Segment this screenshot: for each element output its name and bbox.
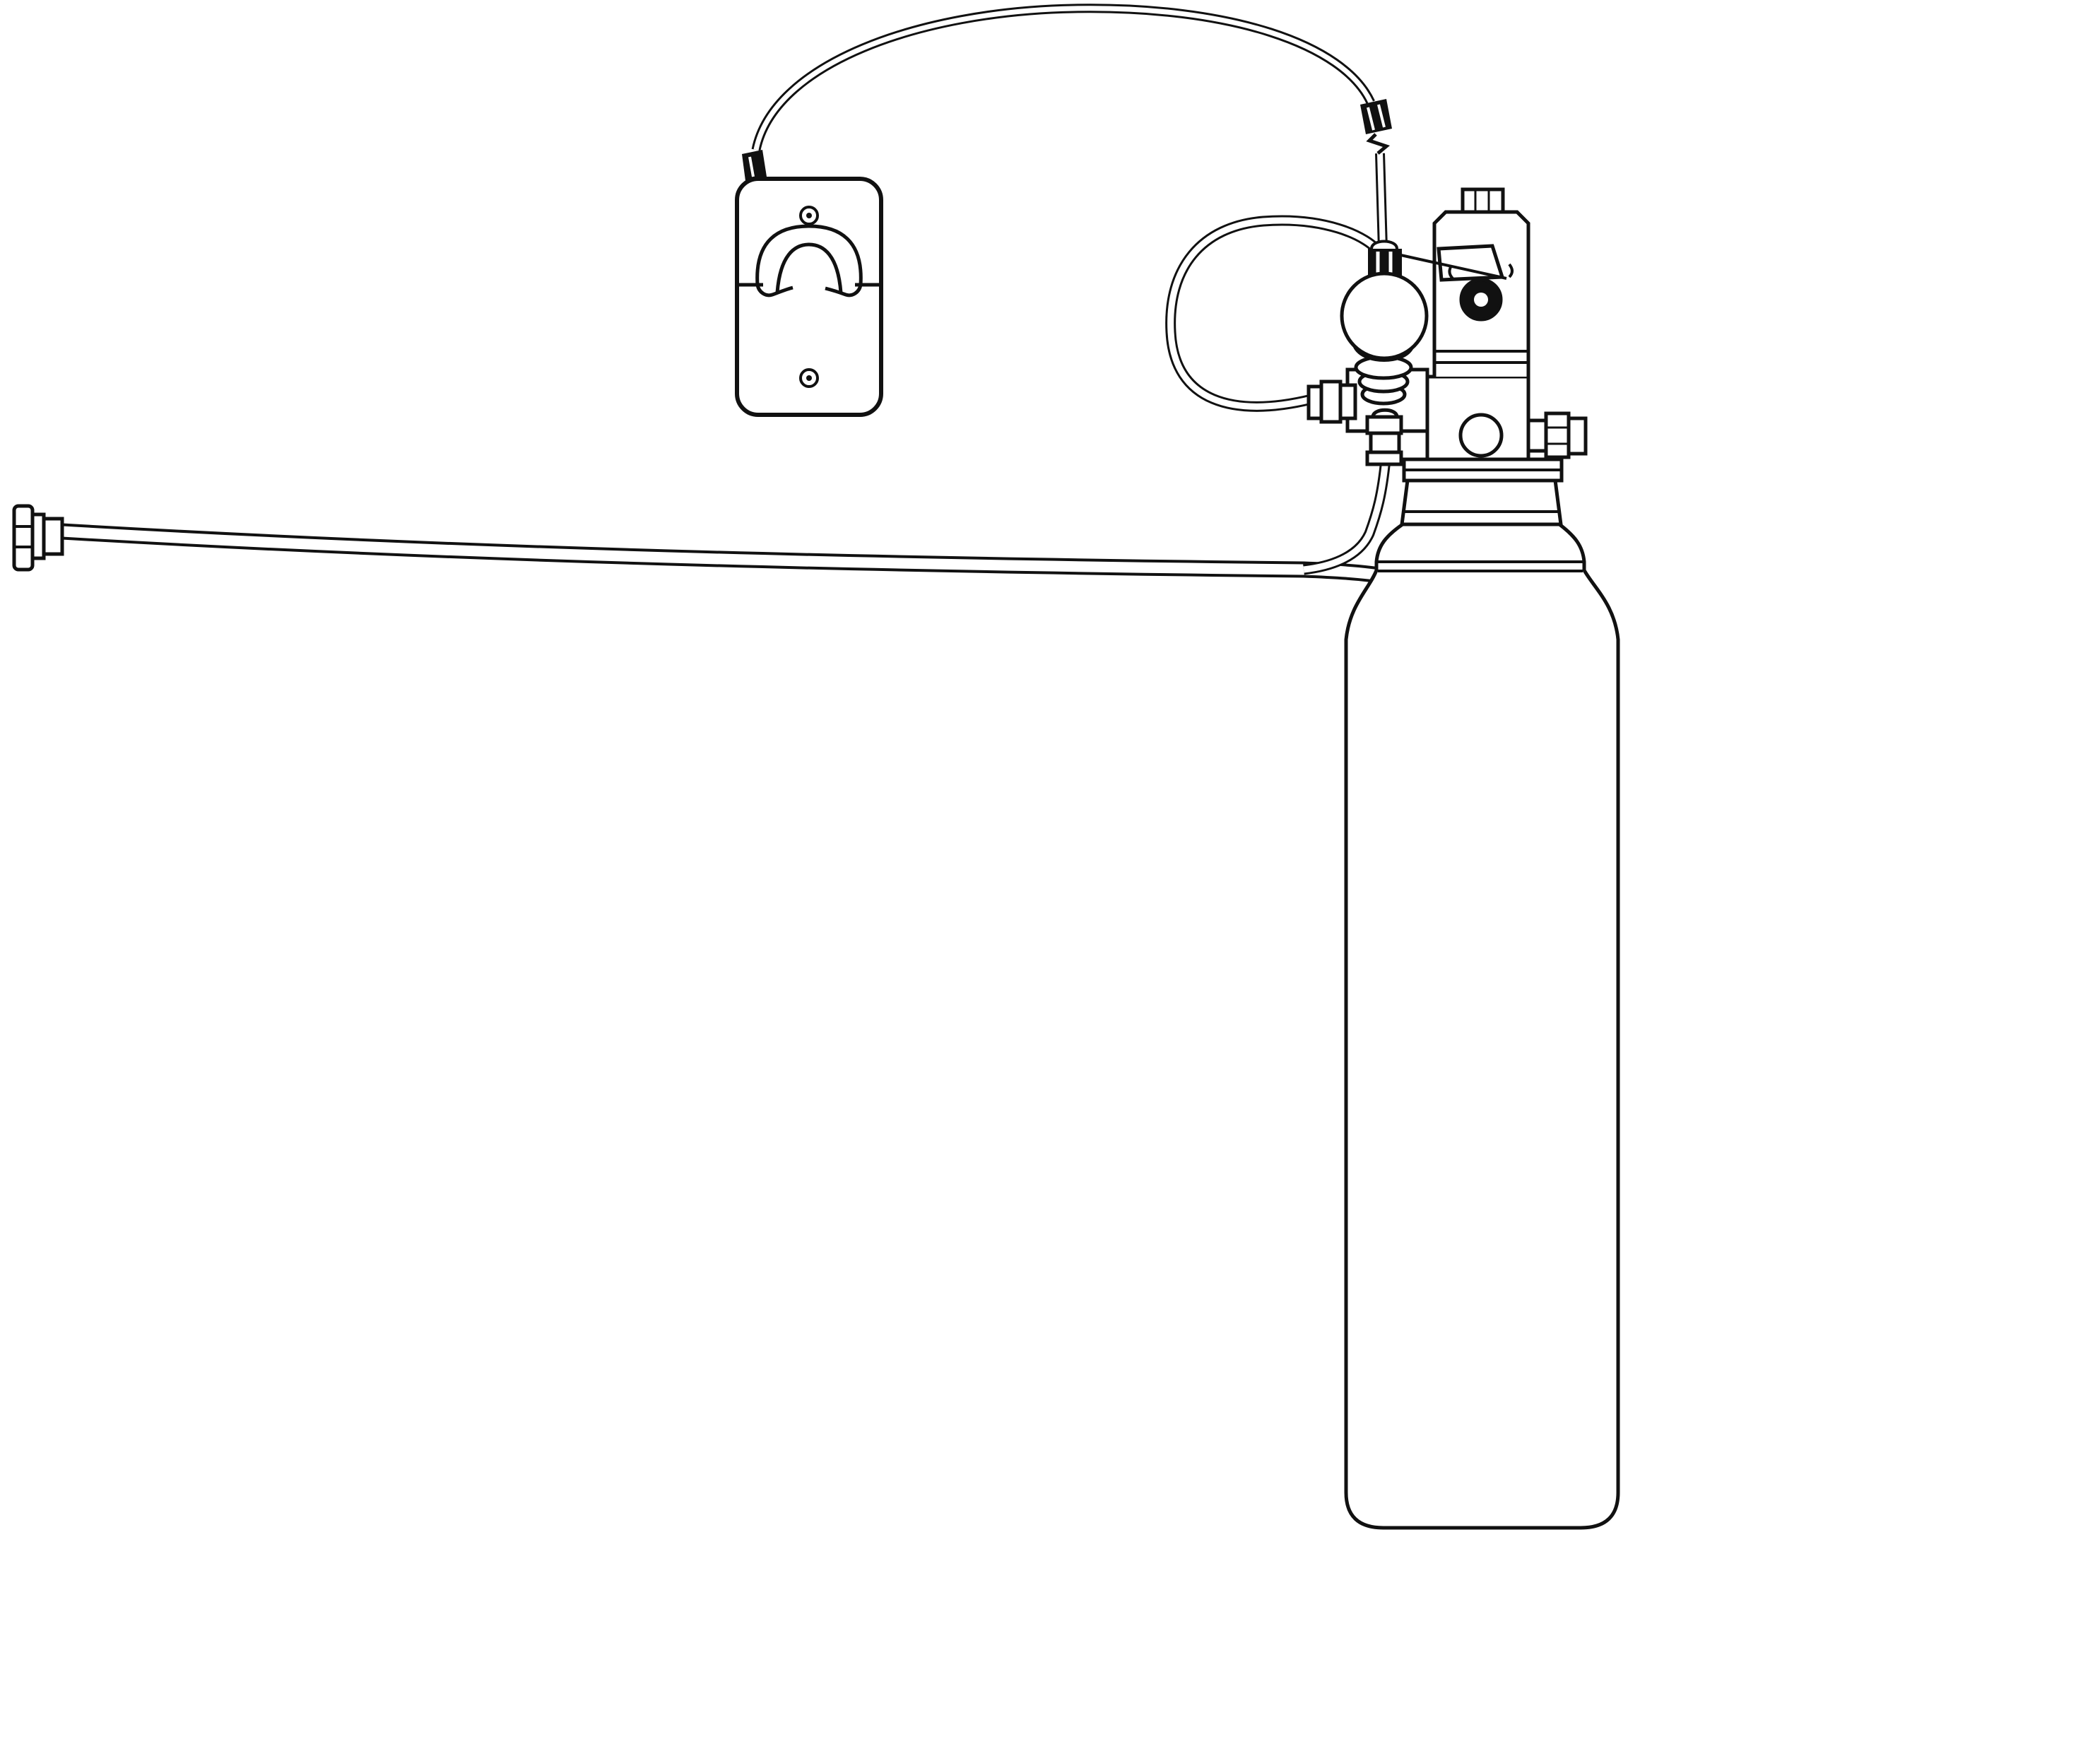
end-plug-cap <box>12 504 35 572</box>
right-port-cap <box>1567 416 1588 456</box>
valve-front-port <box>1458 413 1504 458</box>
loop-fitting-outer <box>1306 384 1323 420</box>
alarm-bell <box>735 150 883 417</box>
switch-sensor-center <box>1474 293 1488 307</box>
right-port-hex <box>1544 411 1571 459</box>
elbow-hex-2 <box>1369 431 1401 454</box>
bell-arch-outer <box>755 224 863 298</box>
gauge-dial <box>1340 271 1429 360</box>
pressure-gauge-shutoff-valve <box>1306 343 1429 466</box>
switch-top-cap <box>1461 187 1505 214</box>
tube-connector-hatch <box>1360 99 1392 134</box>
gauge-switch-link-tube <box>1397 253 1507 280</box>
elbow-hex-3 <box>1365 450 1403 466</box>
right-port-neck <box>1526 418 1548 453</box>
loop-fitting-inner <box>1338 383 1357 420</box>
alarm-bell-tube <box>751 4 1392 249</box>
agent-cylinder <box>1344 473 1620 1530</box>
detection-tube-pressure-gauge <box>1340 240 1429 360</box>
fire-detection-tube <box>61 215 1391 585</box>
elbow-hex-1 <box>1365 415 1403 435</box>
end-plug <box>12 504 64 572</box>
bell-arch-inner <box>775 242 843 293</box>
loop-fitting-nut <box>1319 379 1343 424</box>
bell-tube-connector <box>742 150 767 181</box>
elbow-dome <box>1371 408 1399 418</box>
container-valve <box>1402 375 1588 483</box>
end-plug-nut <box>42 517 64 556</box>
discharge-pressure-switch <box>1432 187 1530 377</box>
